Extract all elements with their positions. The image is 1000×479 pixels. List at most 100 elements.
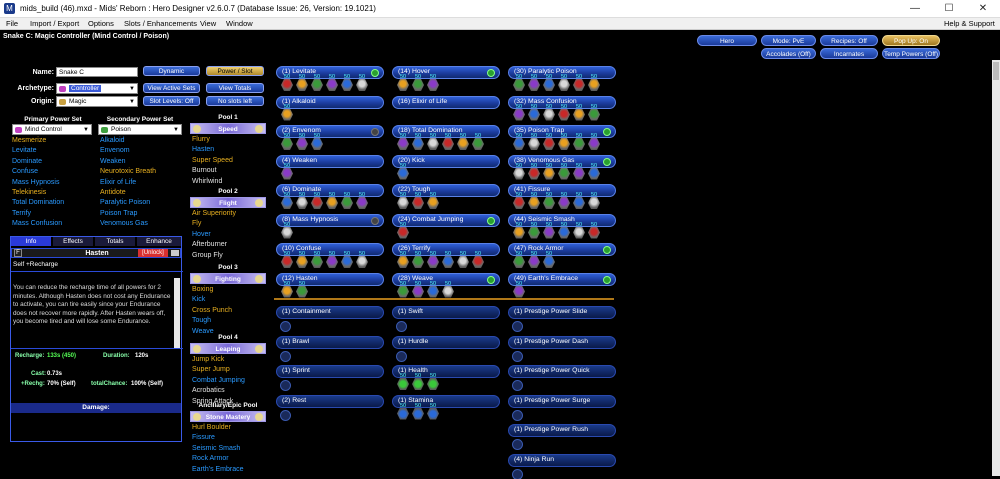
primary-power-item[interactable]: Confuse (12, 168, 39, 176)
enhancement-slot[interactable]: 50 (573, 222, 585, 239)
primary-power-item[interactable]: Mass Hypnosis (12, 178, 60, 186)
enhancement-slot[interactable]: 50 (281, 104, 293, 121)
enhancement-slot[interactable]: 50 (513, 251, 525, 268)
enhancement-slot[interactable]: 50 (427, 281, 439, 298)
recipes-button[interactable]: Recipes: Off (820, 35, 878, 46)
tab-enhance[interactable]: Enhance (137, 237, 181, 246)
origin-select[interactable]: Magic ▼ (56, 96, 138, 107)
enhancement-slot[interactable]: 50 (543, 192, 555, 209)
secondary-power-item[interactable]: Envenom (100, 147, 130, 155)
enhancement-slot[interactable]: 50 (296, 281, 308, 298)
toggle-indicator-icon[interactable] (371, 128, 379, 136)
pool-power-item[interactable]: Hurl Boulder (192, 424, 231, 431)
description-scrollbar[interactable] (174, 278, 180, 348)
pool-select-4[interactable]: Stone Mastery (190, 411, 266, 422)
enhancement-slot[interactable]: 50 (528, 222, 540, 239)
pool-power-item[interactable]: Hover (192, 230, 211, 238)
toggle-indicator-icon[interactable] (487, 216, 495, 225)
accolades-button[interactable]: Accolades (Off) (761, 48, 816, 59)
enhancement-slot[interactable]: 50 (573, 74, 585, 91)
menu-view[interactable]: View (200, 19, 217, 28)
enhancement-slot[interactable]: 50 (558, 163, 570, 180)
enhancement-slot[interactable]: 50 (427, 403, 439, 420)
enhancement-slot[interactable]: 50 (558, 133, 570, 150)
enhancement-slot[interactable]: 50 (326, 192, 338, 209)
power-slot[interactable]: (16) Elixir of Life (392, 95, 500, 109)
menu-help-support[interactable]: Help & Support (944, 19, 995, 28)
enhancement-slot[interactable]: 50 (558, 192, 570, 209)
close-button[interactable]: ✕ (978, 3, 988, 14)
secondary-power-item[interactable]: Neurotoxic Breath (100, 168, 157, 176)
enhancement-slot[interactable]: 50 (513, 281, 525, 298)
enhancement-slot[interactable]: 50 (427, 133, 439, 150)
enhancement-slot[interactable]: 50 (397, 373, 409, 390)
secondary-power-item[interactable]: Venomous Gas (100, 220, 148, 228)
toggle-indicator-icon[interactable] (487, 69, 495, 77)
power-slot-button[interactable]: Power / Slot (206, 66, 264, 76)
pool-power-item[interactable]: Spring Attack (192, 397, 234, 405)
incarnates-button[interactable]: Incarnates (820, 48, 878, 59)
pool-power-item[interactable]: Weave (192, 327, 214, 335)
toggle-indicator-icon[interactable] (371, 216, 379, 225)
pool-power-item[interactable]: Jump Kick (192, 356, 225, 363)
toggle-indicator-icon[interactable] (603, 128, 611, 136)
enhancement-slot[interactable]: 50 (513, 104, 525, 121)
enhancement-slot[interactable]: 50 (573, 192, 585, 209)
enhancement-slot[interactable]: 50 (573, 104, 585, 121)
pool-power-item[interactable]: Kick (192, 296, 206, 304)
primary-power-item[interactable]: Total Domination (12, 199, 65, 207)
enhancement-slot[interactable]: 50 (281, 222, 293, 239)
enhancement-slot[interactable]: 50 (397, 281, 409, 298)
menu-import-export[interactable]: Import / Export (30, 19, 80, 28)
enhancement-slot[interactable]: 50 (543, 163, 555, 180)
enhancement-slot[interactable]: 50 (397, 133, 409, 150)
enhancement-slot[interactable]: 50 (412, 403, 424, 420)
inherent-power-slot[interactable]: (1) Prestige Power Dash (508, 335, 616, 362)
maximize-button[interactable]: ☐ (944, 3, 954, 14)
tab-totals[interactable]: Totals (95, 237, 135, 246)
enhancement-slot[interactable]: 50 (457, 251, 469, 268)
enhancement-slot[interactable]: 50 (528, 163, 540, 180)
enhancement-slot[interactable]: 50 (281, 133, 293, 150)
minimize-button[interactable]: — (910, 3, 920, 14)
menu-file[interactable]: File (6, 19, 19, 28)
enhancement-slot[interactable]: 50 (356, 192, 368, 209)
enhancement-slot[interactable]: 50 (412, 192, 424, 209)
enhancement-slot[interactable]: 50 (543, 74, 555, 91)
enhancement-slot[interactable]: 50 (528, 251, 540, 268)
enhancement-slot[interactable]: 50 (573, 163, 585, 180)
pool-power-item[interactable]: Air Superiority (192, 210, 236, 217)
enhancement-slot[interactable]: 50 (543, 222, 555, 239)
pool-power-item[interactable]: Burnout (192, 167, 217, 175)
enhancement-slot[interactable]: 50 (558, 104, 570, 121)
enhancement-slot[interactable]: 50 (341, 74, 353, 91)
enhancement-slot[interactable]: 50 (412, 74, 424, 91)
enhancement-slot[interactable]: 50 (588, 133, 600, 150)
enhancement-slot[interactable]: 50 (513, 74, 525, 91)
toggle-indicator-icon[interactable] (603, 275, 611, 284)
pool-power-item[interactable]: Fissure (192, 434, 215, 442)
enhancement-slot[interactable]: 50 (296, 74, 308, 91)
enhancement-slot[interactable]: 50 (543, 133, 555, 150)
enhancement-slot[interactable]: 50 (472, 251, 484, 268)
enhancement-slot[interactable]: 50 (311, 133, 323, 150)
toggle-indicator-icon[interactable] (603, 157, 611, 166)
pool-power-item[interactable]: Afterburner (192, 241, 228, 249)
view-totals-button[interactable]: View Totals (206, 83, 264, 93)
enhancement-slot[interactable]: 50 (397, 163, 409, 180)
save-icon[interactable] (171, 250, 179, 256)
pool-power-item[interactable]: Super Jump (192, 366, 230, 374)
pool-power-item[interactable]: Cross Punch (192, 306, 233, 314)
pool-power-item[interactable]: Super Speed (192, 156, 233, 164)
enhancement-slot[interactable]: 50 (412, 373, 424, 390)
enhancement-slot[interactable]: 50 (513, 222, 525, 239)
enhancement-slot[interactable]: 50 (528, 74, 540, 91)
